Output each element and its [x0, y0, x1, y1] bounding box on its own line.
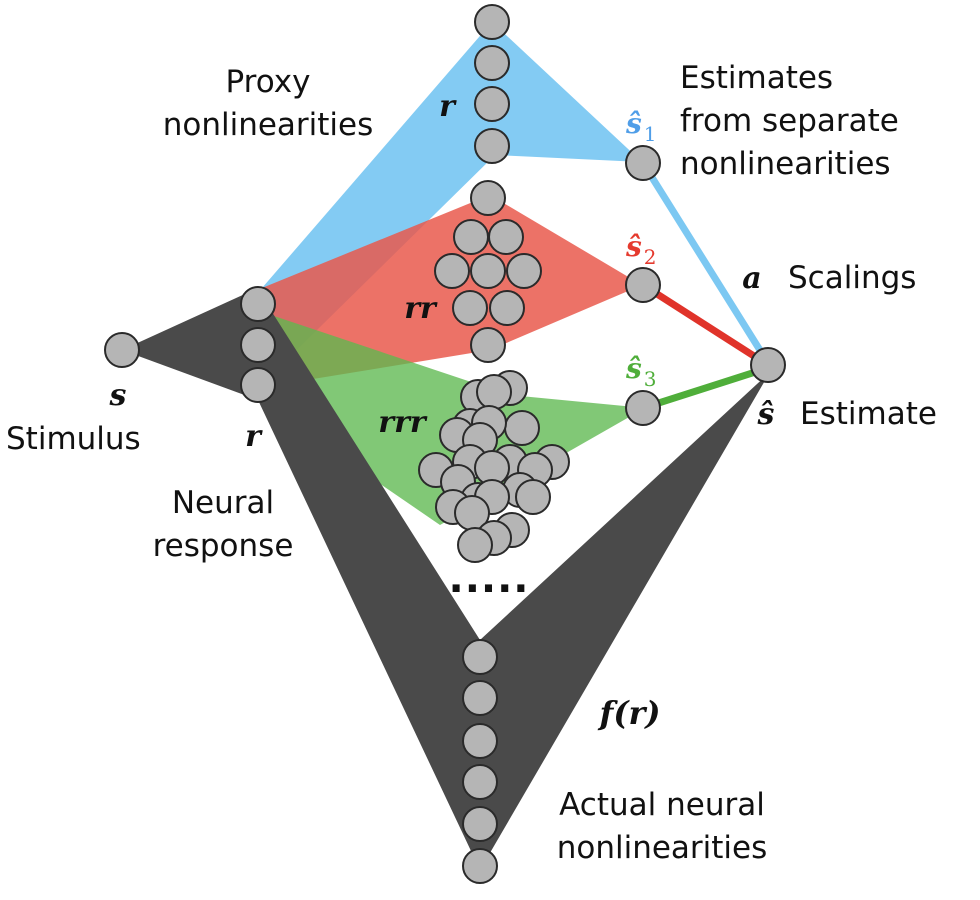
- rr-node: [506, 253, 542, 289]
- rrr-node: [457, 527, 493, 563]
- actual-nonlinearities-label-line-2: nonlinearities: [557, 830, 768, 866]
- neural-response-node: [240, 367, 276, 403]
- rr-node: [489, 290, 525, 326]
- actual-nonlinearity-node: [462, 764, 498, 800]
- estimate-symbol: ŝ: [757, 397, 775, 432]
- rrr-cluster: [418, 370, 570, 563]
- estimate-2-node: [625, 267, 661, 303]
- actual-nonlinearity-node: [462, 723, 498, 759]
- rrr-symbol: rrr: [378, 405, 428, 440]
- estimate-label: Estimate: [800, 396, 937, 432]
- rr-node: [452, 290, 488, 326]
- rr-node: [470, 327, 506, 363]
- estimate-3-subscript: 3: [644, 367, 657, 391]
- estimate-2-subscript: 2: [644, 245, 657, 269]
- actual-nonlinearity-projection: [258, 290, 770, 870]
- actual-nonlinearity-node: [462, 806, 498, 842]
- neural-response-column: [240, 286, 276, 403]
- actual-nonlinearity-column: [462, 639, 498, 884]
- proxy-label-line-1: Proxy: [226, 64, 311, 100]
- proxy-r-node: [474, 45, 510, 81]
- scalings-label: Scalings: [788, 260, 916, 296]
- rr-node: [453, 219, 489, 255]
- estimate-2-hat: ŝ: [625, 230, 642, 263]
- neural-response-symbol: r: [245, 419, 263, 454]
- estimate-3-hat: ŝ: [625, 352, 642, 385]
- final-estimate-node: [750, 347, 786, 383]
- blue-projection: [258, 22, 642, 388]
- rr-node: [470, 253, 506, 289]
- actual-nonlinearity-node: [462, 639, 498, 675]
- proxy-r-node: [474, 86, 510, 122]
- actual-nonlinearity-node: [462, 848, 498, 884]
- estimates-label-line-3: nonlinearities: [680, 146, 891, 182]
- rrr-node: [515, 479, 551, 515]
- proxy-r-node: [474, 128, 510, 164]
- scaling-line-2: [641, 282, 770, 368]
- rr-node: [434, 253, 470, 289]
- rr-node: [470, 180, 506, 216]
- ellipsis: .....: [449, 556, 530, 602]
- neural-response-label-line-1: Neural: [172, 485, 274, 521]
- scaling-line-3: [641, 364, 770, 412]
- rrr-node: [476, 374, 512, 410]
- estimate-3-node: [625, 390, 661, 426]
- estimates-label-line-1: Estimates: [680, 60, 833, 96]
- scaling-line-1: [640, 161, 771, 365]
- proxy-r-symbol: r: [439, 89, 457, 124]
- estimate-1-subscript: 1: [644, 122, 657, 146]
- proxy-r-column: [474, 4, 510, 164]
- estimates-label-line-2: from separate: [680, 103, 899, 139]
- rr-node: [488, 219, 524, 255]
- rrr-node: [504, 410, 540, 446]
- scaling-symbol: a: [742, 261, 761, 296]
- rr-symbol: rr: [404, 291, 438, 326]
- estimate-1-node: [625, 145, 661, 181]
- stimulus-node: [104, 332, 140, 368]
- stimulus-symbol: s: [109, 378, 127, 413]
- neural-response-label-line-2: response: [153, 528, 294, 564]
- rr-cluster: [434, 180, 542, 363]
- proxy-r-node: [474, 4, 510, 40]
- neural-response-node: [240, 327, 276, 363]
- stimulus-label: Stimulus: [6, 421, 141, 457]
- proxy-label-line-2: nonlinearities: [163, 107, 374, 143]
- stimulus-projection: [122, 288, 258, 400]
- red-projection: [258, 195, 642, 388]
- nonlinearity-function-symbol: f(r): [598, 694, 661, 732]
- actual-nonlinearity-node: [462, 680, 498, 716]
- neural-response-node: [240, 286, 276, 322]
- estimate-1-hat: ŝ: [625, 107, 642, 140]
- actual-nonlinearities-label-line-1: Actual neural: [559, 787, 765, 823]
